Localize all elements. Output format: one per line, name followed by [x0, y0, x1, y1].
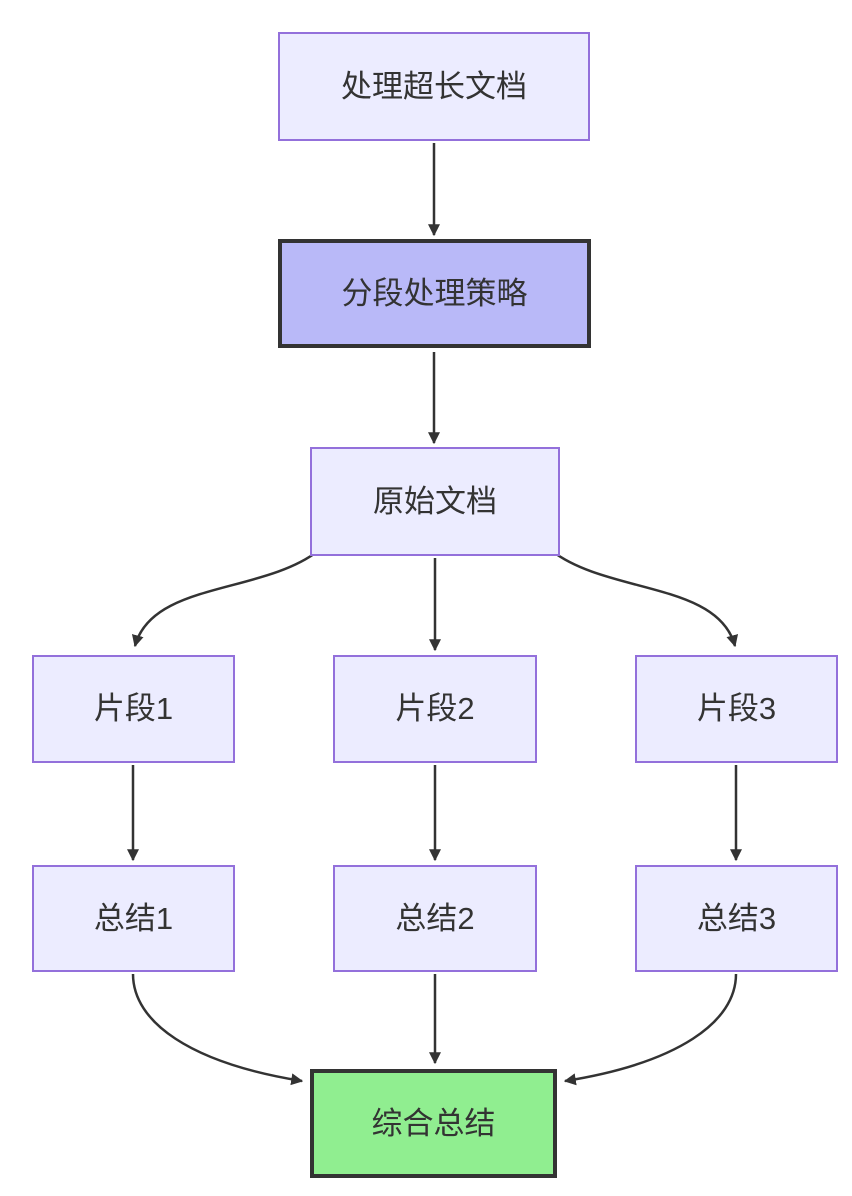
node-process-long-doc: 处理超长文档 [278, 32, 590, 141]
node-fragment-2: 片段2 [333, 655, 537, 763]
node-label: 总结3 [696, 900, 777, 936]
node-label: 片段1 [93, 691, 174, 727]
node-fragment-1: 片段1 [32, 655, 235, 763]
node-summary-1: 总结1 [32, 865, 235, 972]
node-label: 片段3 [696, 691, 777, 727]
node-final-summary: 综合总结 [310, 1069, 557, 1178]
node-summary-3: 总结3 [635, 865, 838, 972]
node-label: 总结1 [93, 900, 174, 936]
node-label: 综合总结 [371, 1105, 496, 1141]
edge-sum1-to-final [131, 973, 304, 1086]
node-original-doc: 原始文档 [310, 447, 560, 556]
node-label: 处理超长文档 [341, 68, 527, 104]
node-label: 分段处理策略 [341, 275, 528, 311]
node-label: 原始文档 [373, 483, 497, 519]
node-summary-2: 总结2 [333, 865, 537, 972]
node-segmentation-strategy: 分段处理策略 [278, 239, 591, 348]
node-label: 片段2 [395, 691, 475, 727]
edge-doc-to-frag1 [131, 550, 319, 648]
node-fragment-3: 片段3 [635, 655, 838, 763]
edge-doc-to-frag3 [551, 550, 739, 648]
edge-sum3-to-final [563, 973, 738, 1086]
node-label: 总结2 [395, 900, 475, 936]
